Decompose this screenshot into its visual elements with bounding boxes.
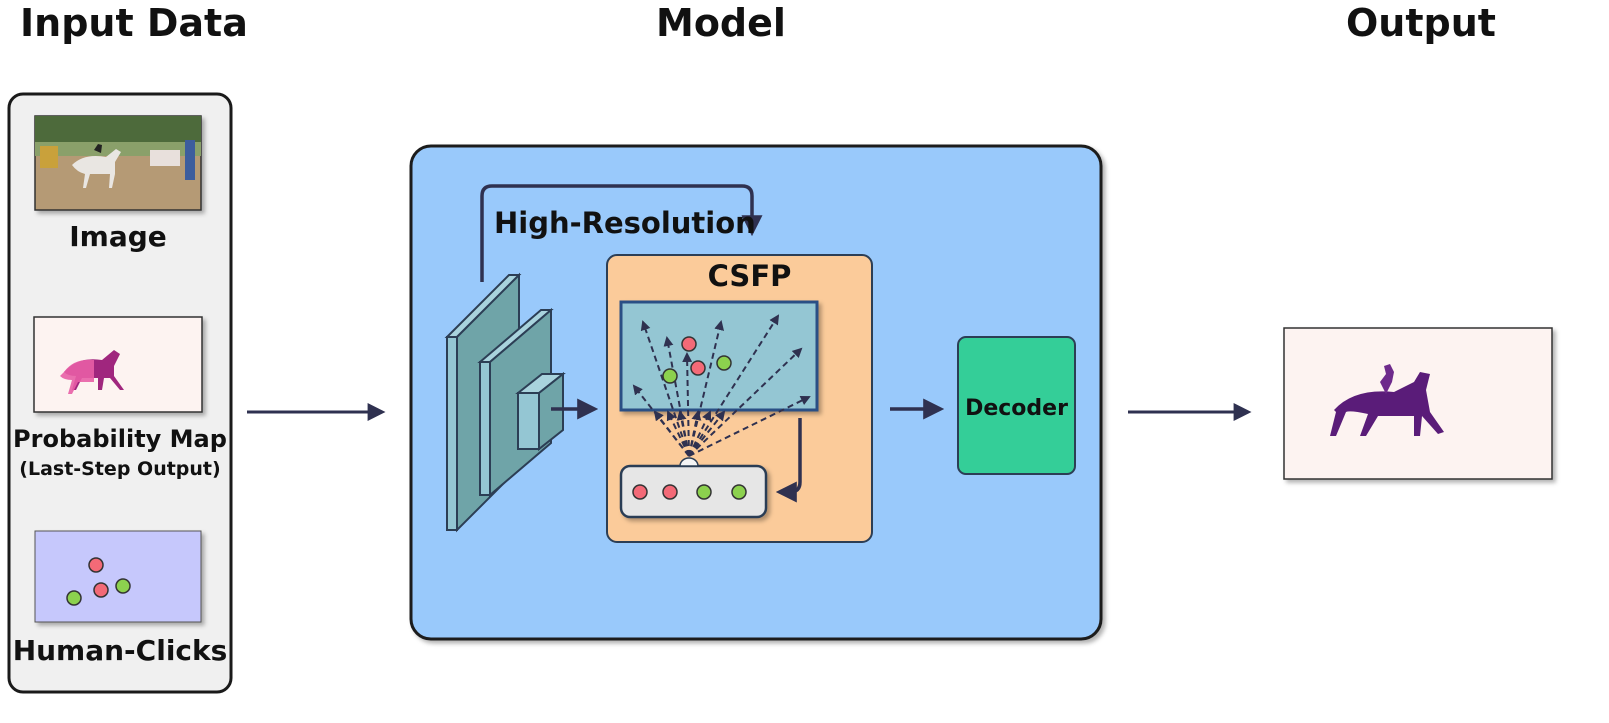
probability-map-sublabel: (Last-Step Output): [19, 458, 221, 480]
backbone-encoder: [444, 272, 566, 533]
click-encoder-emitter: [679, 457, 699, 467]
input-image: [34, 115, 202, 211]
feedback-arrow: [775, 418, 802, 503]
probability-map-image: [33, 316, 203, 413]
human-clicks-label: Human-Clicks: [12, 634, 228, 667]
input-data-heading: Input Data: [20, 1, 248, 45]
output-heading: Output: [1346, 1, 1496, 45]
feature-click-negative: [690, 360, 706, 376]
feature-click-negative: [681, 336, 697, 352]
human-clicks-image: [34, 530, 202, 623]
high-resolution-arrow: [480, 184, 763, 282]
encoder-click-positive: [731, 484, 747, 500]
encoder-click-negative: [662, 484, 678, 500]
csfp-label: CSFP: [707, 259, 792, 293]
decoder-box: [957, 336, 1076, 475]
propagation-arrows: [632, 314, 811, 457]
output-mask-image: [1283, 327, 1553, 480]
high-resolution-label: High-Resolution: [494, 206, 756, 240]
click-positive: [66, 590, 82, 606]
encoder-click-negative: [632, 484, 648, 500]
click-negative: [88, 557, 104, 573]
probability-map-label: Probability Map: [13, 425, 227, 453]
click-positive: [115, 578, 131, 594]
feature-click-positive: [716, 355, 732, 371]
feature-click-positive: [662, 368, 678, 384]
click-negative: [93, 582, 109, 598]
decoder-label: Decoder: [965, 396, 1068, 421]
encoder-click-positive: [696, 484, 712, 500]
model-heading: Model: [656, 1, 786, 45]
image-label: Image: [69, 220, 167, 253]
csfp-feature-map: [619, 300, 819, 412]
